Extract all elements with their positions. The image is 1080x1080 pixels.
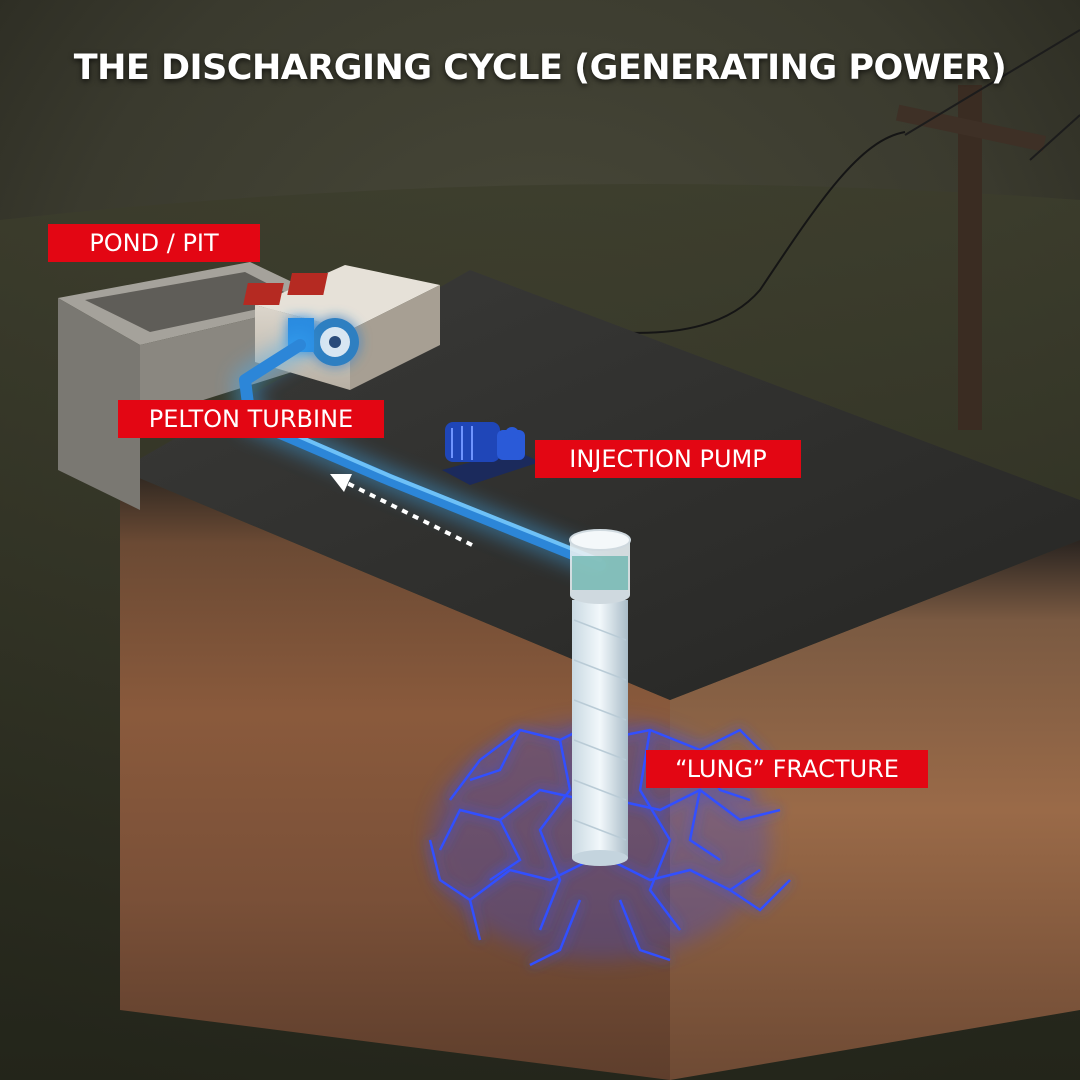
- fracture-label-box: [646, 750, 928, 788]
- pelton-turbine-icon: [288, 318, 359, 366]
- pond-label-box: [48, 224, 260, 262]
- injection-pump-icon: [442, 422, 540, 485]
- pump-label-box: [535, 440, 801, 478]
- wellbore: [572, 600, 628, 866]
- diagram-title: THE DISCHARGING CYCLE (GENERATING POWER): [73, 48, 1007, 88]
- label-pelton-turbine: PELTON TURBINE: [148, 405, 354, 433]
- label-lung-fracture: “LUNG” FRACTURE: [675, 755, 899, 783]
- label-pond-pit: POND / PIT: [89, 229, 219, 257]
- flow-arrow-icon: [330, 474, 473, 547]
- pond-pit: [58, 262, 330, 510]
- utility-pole-icon: [439, 29, 1080, 430]
- wellhead-tank: [569, 529, 631, 604]
- label-injection-pump: INJECTION PUMP: [569, 445, 767, 473]
- turbine-label-box: [118, 400, 384, 438]
- soil-side-face: [670, 540, 1080, 1080]
